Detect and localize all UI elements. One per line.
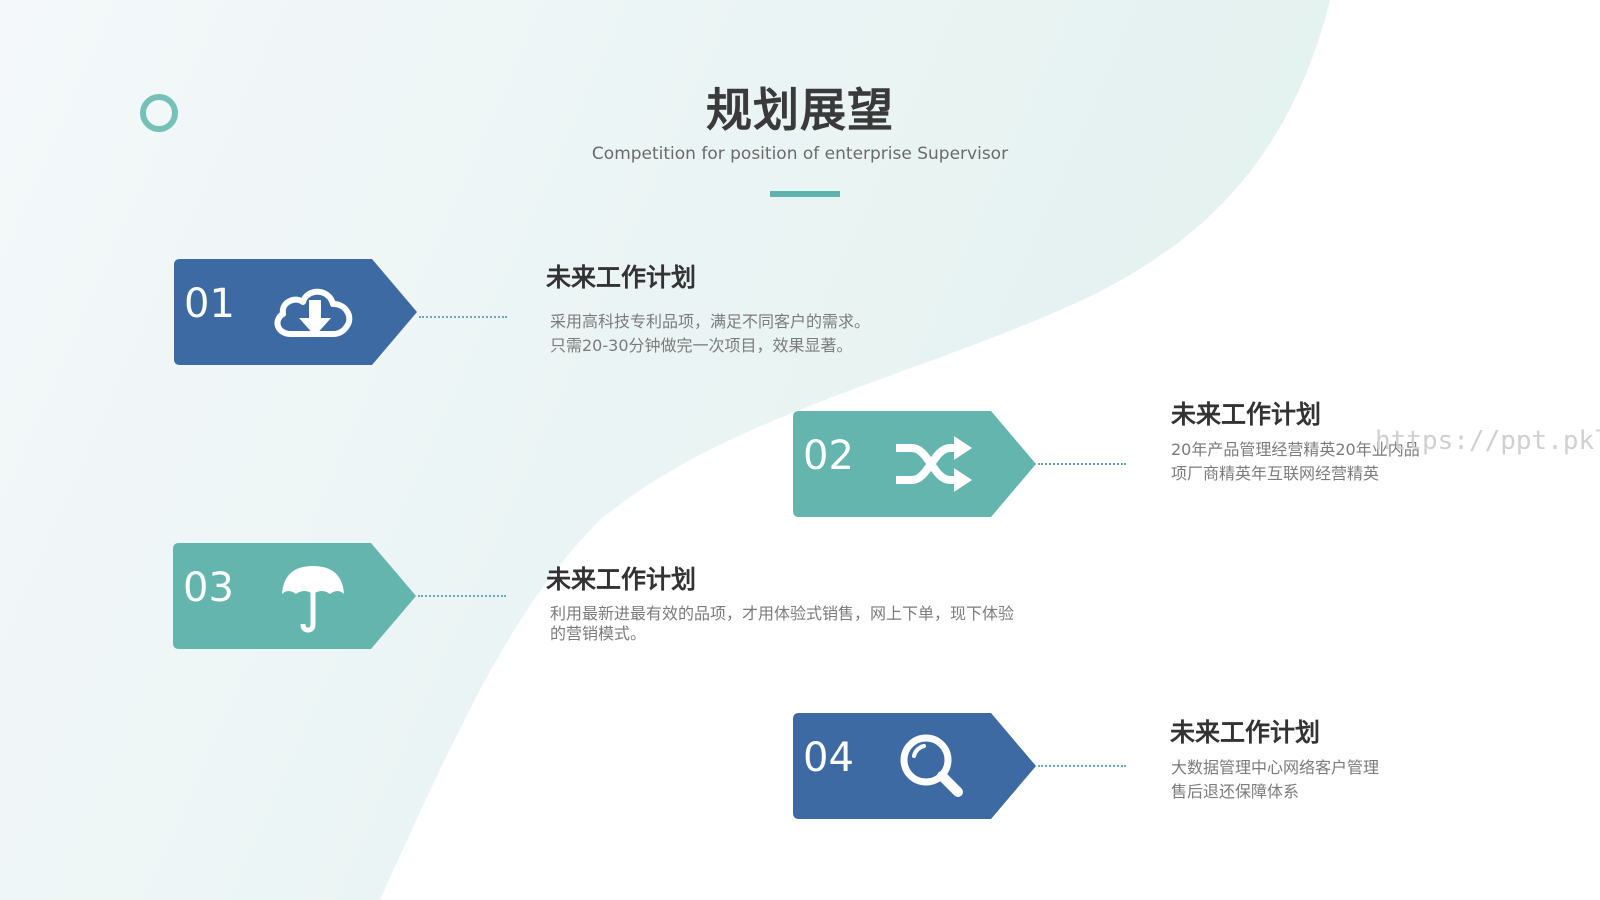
item-tag-01: 01 — [174, 259, 419, 365]
item-desc-line: 只需20-30分钟做完一次项目，效果显著。 — [550, 336, 853, 355]
decorative-ring — [140, 94, 178, 132]
search-icon — [900, 734, 963, 797]
item-number: 02 — [803, 433, 854, 479]
item-tag-03: 03 — [173, 543, 418, 649]
item-desc-line: 20年产品管理经营精英20年业内品 — [1171, 440, 1420, 459]
item-number: 04 — [803, 735, 854, 781]
item-number: 01 — [184, 281, 235, 327]
connector-line — [1038, 765, 1126, 767]
connector-line — [1038, 463, 1126, 465]
item-tag-02: 02 — [793, 411, 1038, 517]
item-desc-line: 售后退还保障体系 — [1171, 782, 1300, 801]
item-desc-line: 的营销模式。 — [550, 624, 647, 643]
item-title: 未来工作计划 — [546, 565, 697, 594]
watermark: https://ppt.pkll.de — [1375, 426, 1600, 456]
connector-line — [418, 595, 506, 597]
item-number: 03 — [183, 565, 234, 611]
page-title: 规划展望 — [706, 83, 894, 137]
item-title: 未来工作计划 — [546, 263, 697, 292]
page-subtitle: Competition for position of enterprise S… — [591, 144, 1009, 164]
item-title: 未来工作计划 — [1171, 400, 1322, 429]
title-underline — [770, 191, 840, 197]
item-desc-line: 项厂商精英年互联网经营精英 — [1171, 464, 1380, 483]
connector-line — [419, 316, 507, 318]
shuffle-icon — [896, 436, 972, 492]
item-desc-line: 大数据管理中心网络客户管理 — [1171, 758, 1380, 777]
item-desc-line: 采用高科技专利品项，满足不同客户的需求。 — [550, 312, 871, 331]
umbrella-icon — [282, 566, 344, 633]
item-tag-04: 04 — [793, 713, 1038, 819]
item-desc-line: 利用最新进最有效的品项，才用体验式销售，网上下单，现下体验 — [550, 604, 1015, 623]
cloud-download-icon — [274, 288, 353, 337]
item-title: 未来工作计划 — [1170, 718, 1321, 747]
